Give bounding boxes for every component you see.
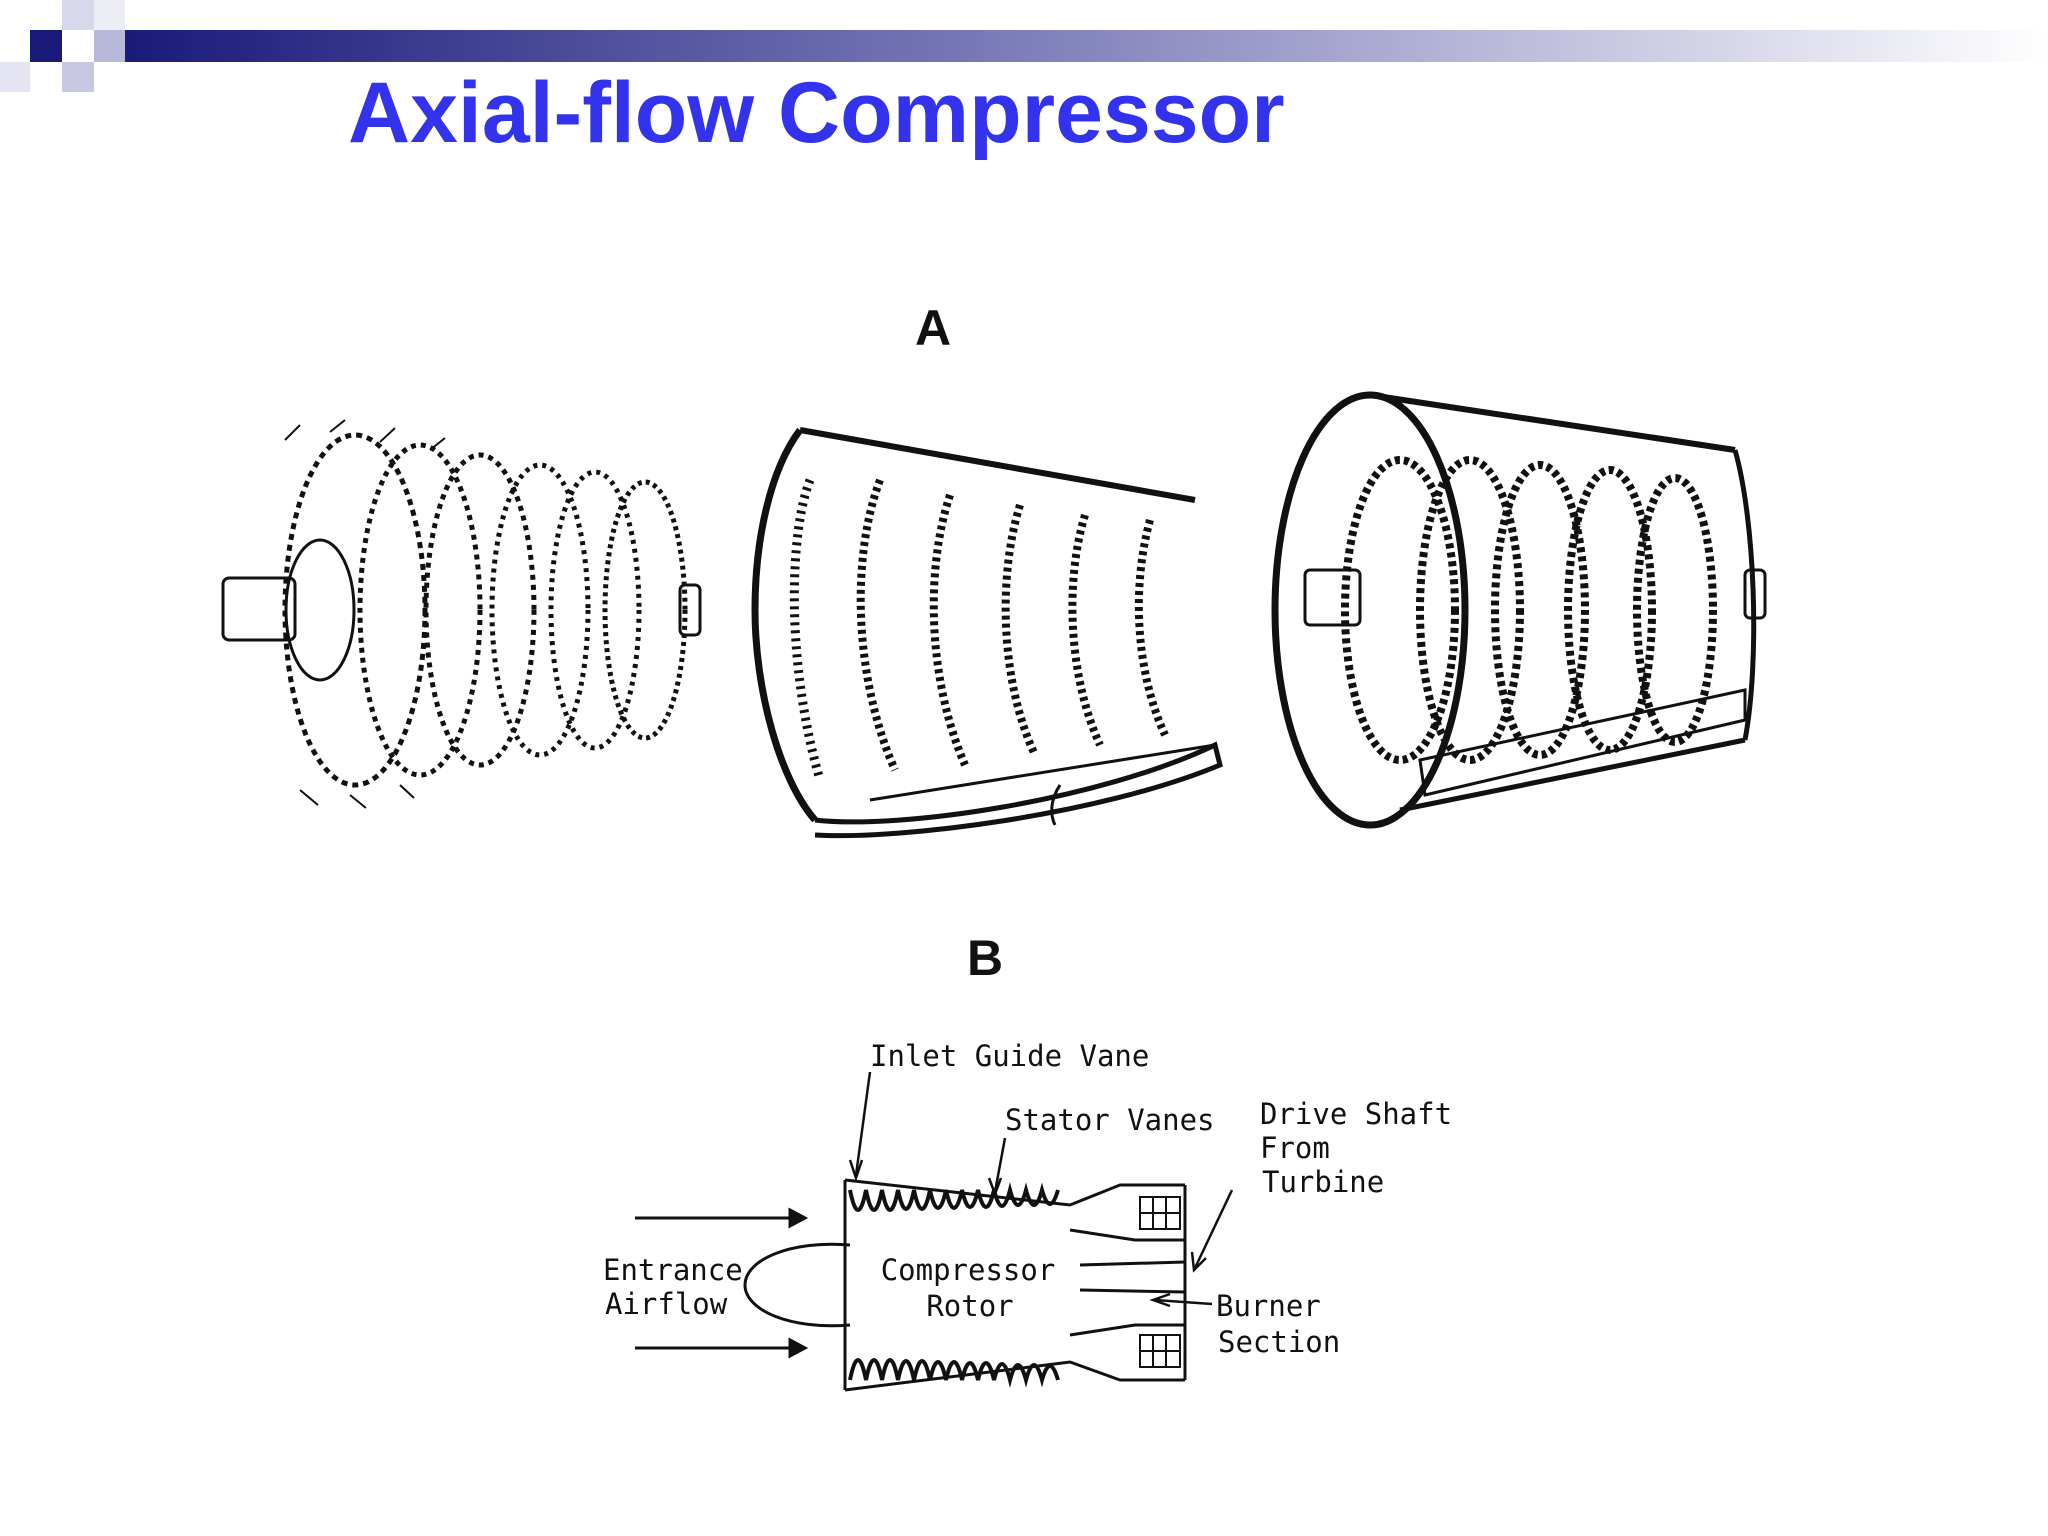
callout-inlet-guide-vane: Inlet Guide Vane <box>870 1039 1149 1073</box>
assembly-base-rail <box>1418 688 1747 797</box>
stator-vane-row-4 <box>1068 513 1104 747</box>
blade-rows-bottom <box>848 1358 1060 1388</box>
assembly-stage-1 <box>1341 456 1459 764</box>
assembly-stage-2 <box>1416 456 1524 764</box>
slide-title: Axial-flow Compressor <box>348 65 1285 161</box>
casing-front-ring <box>751 427 818 823</box>
blade-rows-top <box>848 1182 1060 1212</box>
rotor-stage-1 <box>282 432 428 788</box>
leader-drive-shaft-head <box>1190 1251 1207 1273</box>
rotor-hub <box>284 538 356 682</box>
callout-entrance-airflow-line-1: Entrance <box>603 1253 743 1287</box>
stator-vane-row-3 <box>1001 503 1039 757</box>
header-square-light <box>62 0 94 30</box>
callout-stator-vanes: Stator Vanes <box>1005 1103 1215 1137</box>
stator-vane-row-5 <box>1134 518 1169 737</box>
header-gradient-bar <box>125 30 2048 62</box>
rotor-stage-6 <box>602 479 688 741</box>
stator-casing-drawing <box>751 427 1223 839</box>
stator-vane-row-2 <box>929 493 969 767</box>
burner-grid-bottom <box>1139 1334 1181 1368</box>
rotor-drum-bottom <box>1069 1323 1185 1337</box>
panel-b-label: B <box>967 930 1003 986</box>
header-square-dark <box>30 30 62 62</box>
casing-split-line <box>1050 784 1062 826</box>
leader-burner-section-head <box>1149 1292 1171 1308</box>
callout-entrance-airflow-line-2: Airflow <box>605 1287 728 1321</box>
rotor-stage-2 <box>357 442 483 778</box>
assembled-compressor-drawing <box>1271 391 1767 829</box>
rotor-drum-top <box>1069 1228 1185 1242</box>
callout-burner-section-line-1: Burner <box>1216 1289 1321 1323</box>
header-square-pale-2 <box>0 62 30 92</box>
callout-drive-shaft-line-3: Turbine <box>1262 1165 1384 1199</box>
airflow-arrow-top <box>635 1207 809 1229</box>
callout-compressor-rotor-line-1: Compressor <box>881 1253 1056 1287</box>
casing-outline-bottom <box>844 1360 1185 1392</box>
casing-top-edge <box>799 427 1196 503</box>
burner-grid-top <box>1139 1196 1181 1230</box>
leader-stator-vanes <box>993 1137 1007 1193</box>
leader-drive-shaft <box>1193 1189 1234 1269</box>
header-square-mid <box>94 30 125 62</box>
rotor-shaft-front <box>221 576 297 642</box>
rotor-stage-4 <box>489 462 591 758</box>
assembly-stage-4 <box>1564 466 1656 754</box>
rotor-blade-tips <box>284 419 446 809</box>
shaft-top-line <box>1079 1260 1186 1267</box>
rotor-stage-5 <box>548 469 642 751</box>
nose-cone <box>743 1242 851 1328</box>
assembly-rear-edge <box>1732 449 1757 741</box>
assembly-stage-5 <box>1633 474 1717 746</box>
header-square-pale-3 <box>94 0 125 30</box>
assembly-top-edge <box>1369 392 1736 453</box>
leader-stator-vanes-head <box>987 1177 1003 1198</box>
slide-header-decoration <box>0 0 2048 92</box>
shaft-bottom-line <box>1079 1288 1186 1294</box>
assembly-bottom-edge <box>1399 737 1746 813</box>
header-square-pale <box>62 62 94 92</box>
callout-compressor-rotor-line-2: Rotor <box>926 1289 1013 1323</box>
casing-inner-arc <box>789 478 825 782</box>
leader-burner-section <box>1154 1298 1213 1306</box>
rotor-drawing <box>221 419 702 809</box>
assembly-stage-3 <box>1491 461 1589 759</box>
leader-inlet-guide-vane-head <box>848 1159 864 1182</box>
callout-drive-shaft-line-1: Drive Shaft <box>1260 1097 1452 1131</box>
leader-inlet-guide-vane <box>854 1071 872 1176</box>
callout-drive-shaft-line-2: From <box>1260 1131 1330 1165</box>
airflow-arrow-bottom <box>635 1337 809 1359</box>
cross-section-drawing <box>635 1071 1234 1392</box>
assembly-hub <box>1303 568 1362 627</box>
casing-bottom-rim <box>814 741 1223 839</box>
assembly-shaft-rear <box>1743 568 1767 620</box>
casing-rail <box>869 743 1216 802</box>
stator-vane-row-1 <box>856 478 899 772</box>
panel-a-label: A <box>915 300 951 356</box>
callout-burner-section-line-2: Section <box>1218 1325 1340 1359</box>
rotor-shaft-rear <box>678 583 702 637</box>
rotor-stage-3 <box>423 452 537 768</box>
casing-outline-top <box>844 1178 1185 1207</box>
